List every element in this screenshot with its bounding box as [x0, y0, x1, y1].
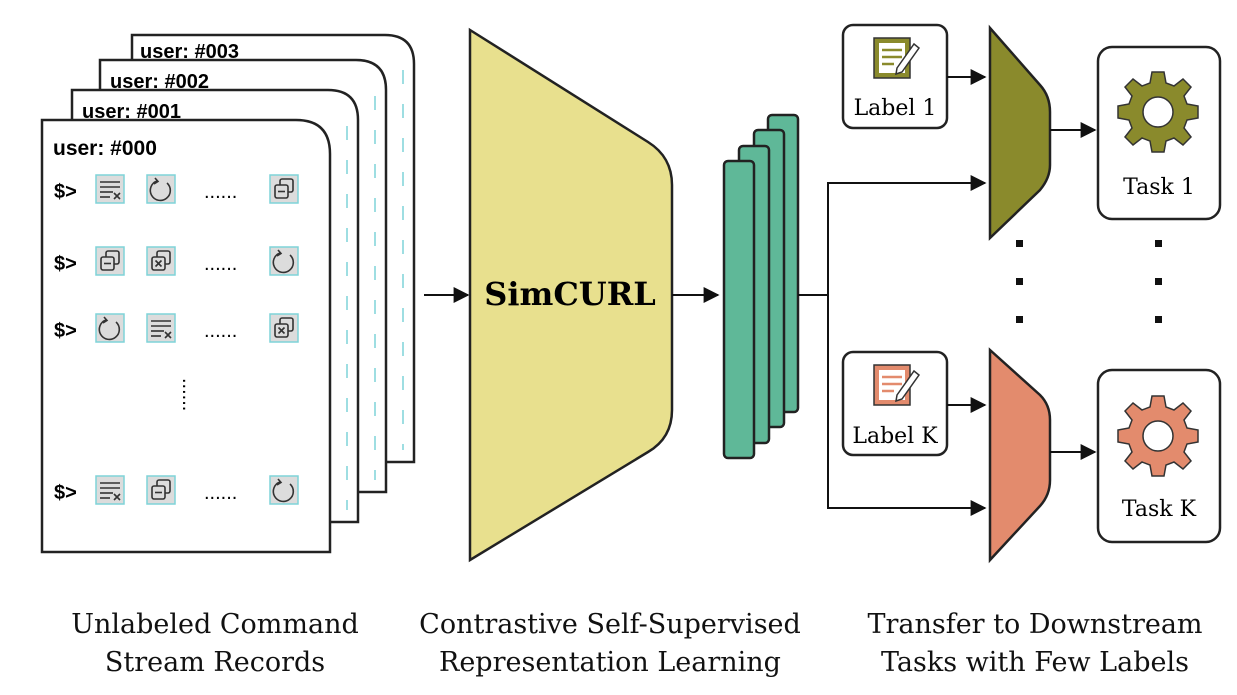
caption-left-line2: Stream Records: [104, 647, 326, 678]
head-k: [988, 347, 1052, 564]
row-ellipsis: ......: [204, 181, 237, 203]
card-user-label: user: #003: [140, 41, 239, 63]
close-window-icon: [269, 313, 299, 343]
caption-left-line1: Unlabeled Command: [71, 609, 359, 640]
label-k-box: Label K: [841, 350, 949, 457]
vertical-ellipsis: ......: [178, 378, 200, 411]
caption-middle-line2: Representation Learning: [439, 647, 781, 678]
list-clear-icon: [146, 313, 176, 343]
simcurl-encoder: SimCURL: [468, 27, 674, 563]
refresh-icon: [95, 313, 125, 343]
gear-icon: [1117, 395, 1199, 477]
copy-icon: [269, 174, 299, 204]
gear-icon: [1117, 71, 1199, 153]
card-user-000: user: #000 $> ...... $> ...... $> ......…: [40, 118, 332, 554]
embedding-stack: [722, 113, 800, 460]
label-k-text: Label K: [852, 424, 938, 449]
encoder-label: SimCURL: [484, 275, 656, 313]
head-1: [988, 24, 1052, 241]
notepad-pencil-icon: [873, 364, 921, 406]
caption-right-line1: Transfer to Downstream: [867, 609, 1203, 640]
list-clear-icon: [95, 475, 125, 505]
task-1-text: Task 1: [1123, 175, 1195, 200]
close-window-icon: [146, 246, 176, 276]
copy-icon: [146, 475, 176, 505]
vertical-dots-tasks: [1155, 240, 1162, 323]
label-1-text: Label 1: [854, 96, 937, 121]
task-k-text: Task K: [1122, 497, 1197, 522]
row-ellipsis: ......: [204, 253, 237, 275]
prompt-symbol: $>: [54, 482, 77, 504]
refresh-icon: [269, 475, 299, 505]
card-user-label: user: #001: [82, 101, 181, 123]
label-1-box: Label 1: [841, 23, 949, 130]
vertical-dots-heads: [1016, 240, 1023, 323]
prompt-symbol: $>: [54, 253, 77, 275]
card-user-label: user: #002: [110, 71, 209, 93]
prompt-symbol: $>: [54, 320, 77, 342]
task-1-box: Task 1: [1096, 45, 1222, 221]
caption-middle-line1: Contrastive Self-Supervised: [419, 609, 801, 640]
embedding-connectors: [798, 175, 987, 516]
task-k-box: Task K: [1096, 368, 1222, 544]
caption-right-line2: Tasks with Few Labels: [881, 647, 1189, 678]
caption-left: Unlabeled Command Stream Records: [45, 606, 385, 682]
card-front-user-label: user: #000: [53, 137, 157, 160]
refresh-icon: [269, 246, 299, 276]
row-ellipsis: ......: [204, 320, 237, 342]
list-clear-icon: [95, 174, 125, 204]
caption-middle: Contrastive Self-Supervised Representati…: [395, 606, 825, 682]
caption-right: Transfer to Downstream Tasks with Few La…: [840, 606, 1230, 682]
row-ellipsis: ......: [204, 482, 237, 504]
prompt-symbol: $>: [54, 181, 77, 203]
refresh-icon: [146, 174, 176, 204]
card-stack: user: #003 user: #002 user: #001 user: #…: [40, 33, 416, 554]
encoder-shape: [468, 27, 674, 563]
notepad-pencil-icon: [873, 37, 921, 79]
copy-icon: [95, 246, 125, 276]
